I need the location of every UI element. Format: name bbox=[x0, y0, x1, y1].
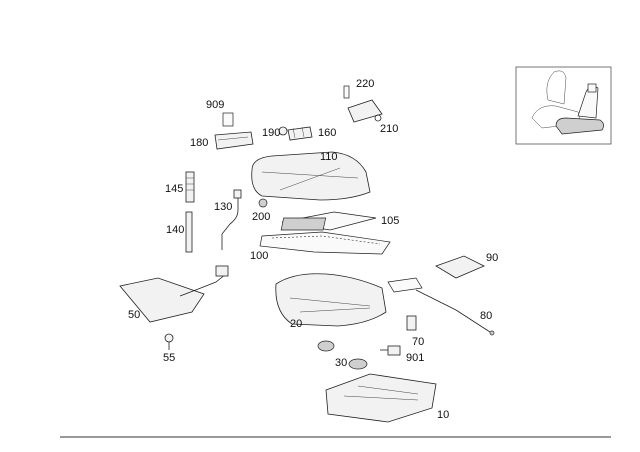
callout-909: 909 bbox=[206, 99, 224, 111]
callout-190: 190 bbox=[262, 127, 280, 139]
callout-220: 220 bbox=[356, 78, 374, 90]
callout-55: 55 bbox=[163, 352, 175, 364]
part-90-pad bbox=[435, 255, 485, 279]
callout-20: 20 bbox=[290, 318, 302, 330]
part-80-sensor bbox=[387, 277, 495, 336]
callout-80: 80 bbox=[480, 310, 492, 322]
part-55-screw bbox=[164, 333, 174, 350]
part-100-cover bbox=[259, 231, 391, 255]
callout-10: 10 bbox=[437, 409, 449, 421]
part-160-bracket bbox=[278, 126, 313, 141]
part-130-cable bbox=[221, 189, 242, 250]
part-901-plug bbox=[380, 345, 401, 356]
callout-100: 100 bbox=[250, 250, 268, 262]
part-30-grommet bbox=[317, 340, 368, 370]
seat-location-inset bbox=[515, 66, 612, 145]
part-200-fastener bbox=[258, 198, 268, 208]
callout-160: 160 bbox=[318, 127, 336, 139]
callout-200: 200 bbox=[252, 211, 270, 223]
callout-140: 140 bbox=[166, 224, 184, 236]
part-20-seat-frame bbox=[275, 273, 387, 327]
callout-105: 105 bbox=[381, 215, 399, 227]
part-110-seat-cushion bbox=[251, 151, 371, 201]
callout-90: 90 bbox=[486, 252, 498, 264]
callout-30: 30 bbox=[335, 357, 347, 369]
part-70-clip bbox=[406, 315, 417, 331]
callout-901: 901 bbox=[406, 352, 424, 364]
callout-50: 50 bbox=[128, 309, 140, 321]
callout-110: 110 bbox=[320, 151, 338, 163]
part-50-track bbox=[119, 265, 229, 323]
callout-145: 145 bbox=[165, 183, 183, 195]
part-145-spindle bbox=[185, 171, 195, 203]
part-180-control-module bbox=[214, 112, 254, 150]
part-210-switch bbox=[343, 85, 383, 123]
callout-210: 210 bbox=[380, 123, 398, 135]
part-140-rod bbox=[185, 211, 193, 253]
part-105-heating-mat bbox=[280, 211, 377, 231]
callout-180: 180 bbox=[190, 137, 208, 149]
callout-130: 130 bbox=[214, 201, 232, 213]
part-10-base-plate bbox=[325, 373, 437, 423]
callout-70: 70 bbox=[412, 336, 424, 348]
